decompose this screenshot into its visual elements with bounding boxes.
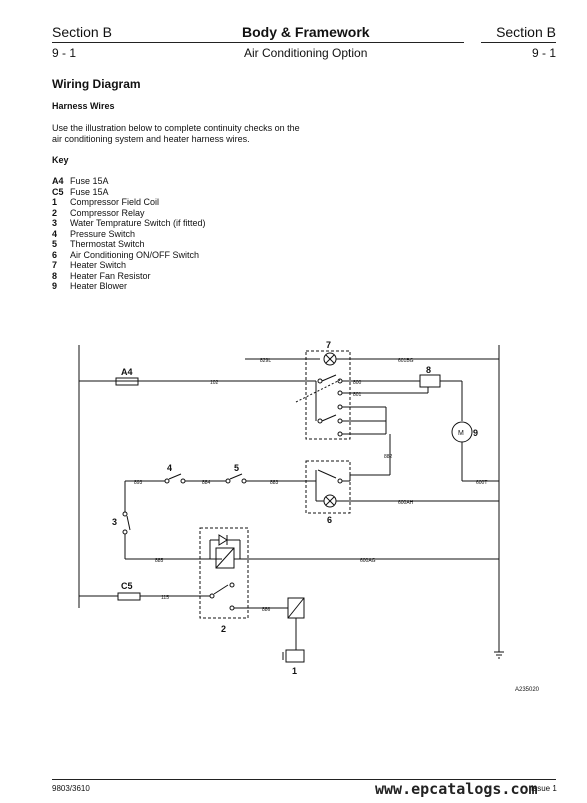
key-code: 7 [52,260,58,270]
section-label-left: Section B [52,24,112,40]
section-heading: Wiring Diagram [52,77,141,91]
watermark: www.epcatalogs.com [375,780,538,798]
page-subtitle: Air Conditioning Option [244,46,368,60]
key-code: 5 [52,239,58,249]
key-item: 5 Thermostat Switch [52,239,206,250]
label-fuse-c5: C5 [121,581,133,591]
relay-coil [215,547,235,569]
fuse-c5 [117,592,141,601]
label-wire-601BG: 601BG [398,358,414,364]
label-component-8: 8 [426,365,431,375]
intro-paragraph: Use the illustration below to complete c… [52,123,300,144]
label-component-5: 5 [234,463,239,473]
footer-rule [52,779,556,780]
key-text: Thermostat Switch [70,239,145,249]
diagram-reference: A235020 [515,687,540,693]
key-text: Air Conditioning ON/OFF Switch [70,249,200,260]
compressor-relay-box [199,527,249,619]
key-item: 3 Water Temprature Switch (if fitted) [52,218,206,229]
sub-heading: Harness Wires [52,101,115,111]
label-component-9: 9 [473,428,478,438]
key-item: 7 Heater Switch [52,260,206,271]
label-wire-829L: 829L [260,358,271,364]
key-code: A4 [52,176,64,186]
key-code: 4 [52,228,58,239]
document-number: 9803/3610 [52,784,90,793]
section-label-right: Section B [496,24,556,40]
key-item: 8 Heater Fan Resistor [52,271,206,282]
key-text: Fuse 15A [70,186,109,197]
label-wire-600AG: 600AG [360,558,376,564]
key-text: Water Temprature Switch (if fitted) [70,218,206,228]
key-item: A4 Fuse 15A [52,176,206,187]
key-text: Pressure Switch [70,228,136,239]
key-text: Compressor Field Coil [70,197,160,207]
label-wire-893: 893 [134,480,143,486]
compressor-field-coil [285,649,305,663]
heater-fan-resistor [419,374,441,388]
key-item: 1 Compressor Field Coil [52,197,206,208]
key-text: Heater Switch [70,260,127,270]
label-fuse-a4: A4 [121,367,133,377]
page-number-right: 9 - 1 [531,46,556,60]
key-item: 9 Heater Blower [52,281,206,292]
label-wire-883: 883 [270,480,279,486]
header-rule-left [52,42,464,43]
label-wire-884: 884 [202,480,211,486]
wiring-diagram: A4 C5 1 2 3 4 5 6 7 8 9 M 829L 601BG 102… [78,340,540,693]
label-component-3: 3 [112,517,117,527]
label-component-6: 6 [327,515,332,525]
key-code: 6 [52,249,58,260]
label-wire-600AH: 600AH [398,500,414,506]
key-code: C5 [52,186,64,197]
key-code: 9 [52,281,58,291]
label-wire-102: 102 [210,380,219,386]
relay-diode [218,534,228,546]
key-code: 2 [52,207,58,218]
key-text: Fuse 15A [70,176,109,186]
header-rule-right [481,42,556,43]
key-heading: Key [52,155,69,165]
label-wire-800: 800 [353,380,362,386]
key-code: 8 [52,270,58,281]
key-item: 2 Compressor Relay [52,208,206,219]
page-number-left: 9 - 1 [52,46,77,60]
label-wire-886: 886 [262,607,271,613]
key-text: Heater Fan Resistor [70,270,151,281]
label-wire-600T: 600T [476,480,487,486]
label-component-7: 7 [326,340,331,350]
page-title: Body & Framework [242,24,370,40]
label-component-4: 4 [167,463,172,473]
key-code: 1 [52,197,58,207]
label-wire-885: 885 [155,558,164,564]
key-item: 4 Pressure Switch [52,229,206,240]
label-motor: M [458,430,464,437]
key-code: 3 [52,218,58,228]
key-text: Compressor Relay [70,207,145,218]
key-text: Heater Blower [70,281,128,291]
key-item: C5 Fuse 15A [52,187,206,198]
label-wire-115: 115 [161,595,169,601]
key-item: 6 Air Conditioning ON/OFF Switch [52,250,206,261]
issue-number: Issue 1 [531,784,557,793]
heater-switch-box [305,350,351,440]
label-component-2: 2 [221,624,226,634]
label-wire-882: 882 [384,454,393,460]
label-wire-801: 801 [353,392,362,398]
label-component-1: 1 [292,666,297,676]
ac-switch-box [305,460,351,514]
